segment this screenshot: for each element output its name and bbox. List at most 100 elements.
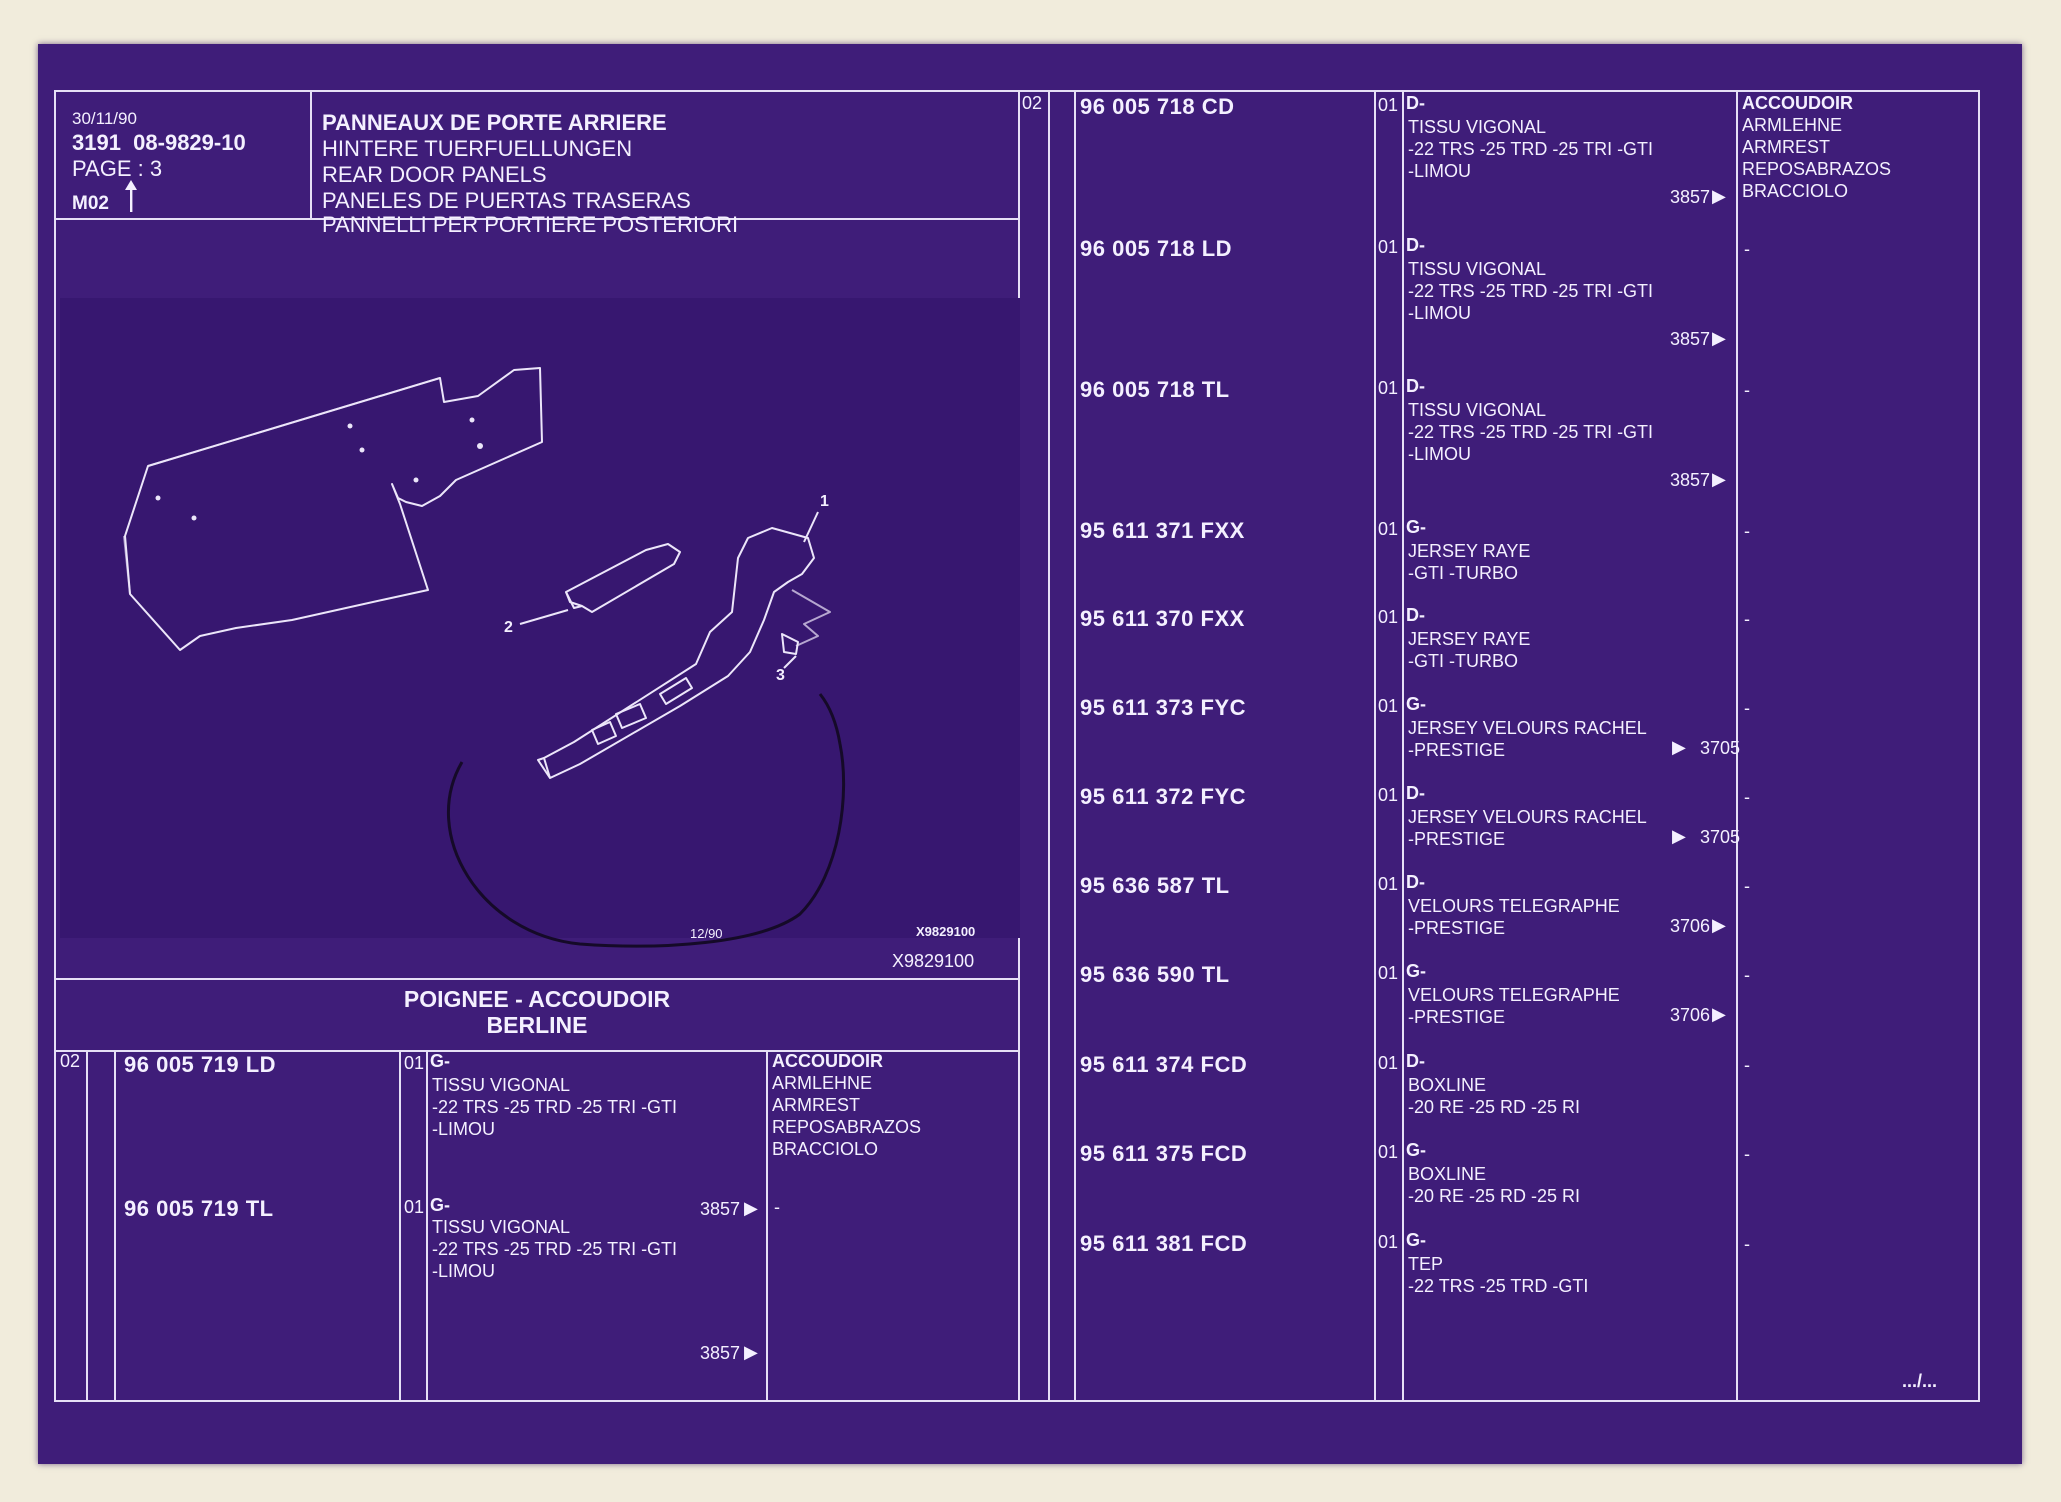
- side-code: D-: [1406, 783, 1425, 803]
- label-it: BRACCIOLO: [772, 1139, 879, 1159]
- divider: [1736, 92, 1738, 1402]
- part-description: TISSU VIGONAL -22 TRS -25 TRD -25 TRI -G…: [1408, 117, 1654, 181]
- side-code: D-: [1406, 605, 1425, 625]
- label-dash: -: [1744, 965, 1750, 985]
- part-number: 95 611 370 FXX: [1080, 606, 1245, 631]
- part-description: JERSEY VELOURS RACHEL -PRESTIGE: [1408, 718, 1647, 760]
- table-index: 02: [1022, 93, 1043, 113]
- illustration-small-code: X9829100: [916, 924, 975, 939]
- label-fr: ACCOUDOIR: [772, 1051, 883, 1071]
- armrest-handle-outline: [543, 527, 815, 779]
- side-code: D-: [1406, 1051, 1425, 1071]
- part-number: 95 611 381 FCD: [1080, 1231, 1248, 1256]
- play-triangle-icon: ▶: [1672, 737, 1686, 757]
- play-triangle-icon: ▶: [1712, 469, 1726, 489]
- divider: [1074, 92, 1076, 1402]
- label-dash: -: [1744, 787, 1750, 807]
- side-code: D-: [1406, 376, 1425, 396]
- callout-1: 1: [820, 493, 829, 510]
- label-dash: -: [1744, 698, 1750, 718]
- divider: [1048, 92, 1050, 1402]
- quantity: 01: [404, 1053, 425, 1073]
- reference-number: 3857: [1670, 470, 1711, 490]
- part-description: JERSEY RAYE -GTI -TURBO: [1408, 541, 1531, 583]
- play-triangle-icon: ▶: [1712, 328, 1726, 348]
- part-number: 95 636 590 TL: [1080, 962, 1230, 987]
- handle-insert-outline: [565, 543, 681, 613]
- part-description: TISSU VIGONAL -22 TRS -25 TRD -25 TRI -G…: [1408, 259, 1654, 323]
- divider: [1374, 92, 1376, 1402]
- side-code: G-: [1406, 1140, 1426, 1160]
- part-number: 95 611 375 FCD: [1080, 1141, 1248, 1166]
- part-number: 96 005 718 TL: [1080, 377, 1230, 402]
- callout-3-leader: [783, 655, 797, 669]
- reference-number: 3705: [1700, 738, 1741, 758]
- page-title-de: HINTERE TUERFUELLUNGEN: [322, 136, 633, 161]
- quantity: 01: [1378, 1232, 1399, 1252]
- part-number: 95 636 587 TL: [1080, 873, 1230, 898]
- divider: [56, 1050, 1020, 1052]
- part-description: TISSU VIGONAL -22 TRS -25 TRD -25 TRI -G…: [1408, 400, 1654, 464]
- quantity: 01: [1378, 1053, 1399, 1073]
- play-triangle-icon: ▶: [744, 1198, 758, 1218]
- divider: [86, 1050, 88, 1402]
- part-description: VELOURS TELEGRAPHE -PRESTIGE: [1408, 985, 1620, 1027]
- label-dash: -: [1744, 1144, 1750, 1164]
- part-description: JERSEY VELOURS RACHEL -PRESTIGE: [1408, 807, 1647, 849]
- handwritten-marker-line: [446, 693, 846, 948]
- quantity: 01: [1378, 378, 1399, 398]
- quantity: 01: [1378, 963, 1399, 983]
- play-triangle-icon: ▶: [744, 1342, 758, 1362]
- label-it: BRACCIOLO: [1742, 181, 1849, 201]
- label-dash: -: [1744, 380, 1750, 400]
- part-number: 95 611 373 FYC: [1080, 695, 1247, 720]
- part-number: 95 611 371 FXX: [1080, 518, 1245, 543]
- part-description: VELOURS TELEGRAPHE -PRESTIGE: [1408, 896, 1620, 938]
- label-en: ARMREST: [772, 1095, 861, 1115]
- door-panel-outline: [124, 367, 543, 651]
- side-code: G-: [1406, 1230, 1426, 1250]
- quantity: 01: [1378, 519, 1399, 539]
- quantity: 01: [1378, 1142, 1399, 1162]
- callout-1-leader: [803, 511, 819, 543]
- callout-3: 3: [776, 667, 785, 684]
- parts-catalog-sheet: 30/11/90 3191 08-9829-10 PAGE : 3 M02 PA…: [38, 44, 2022, 1464]
- illustration-stamp: 12/90: [690, 926, 723, 941]
- divider: [1402, 92, 1404, 1402]
- divider: [56, 978, 1020, 980]
- side-code: G-: [430, 1195, 450, 1215]
- quantity: 01: [1378, 696, 1399, 716]
- side-code: D-: [1406, 235, 1425, 255]
- reference-number: 3706: [1670, 916, 1711, 936]
- document-reference: 3191 08-9829-10: [72, 130, 246, 155]
- play-triangle-icon: ▶: [1712, 915, 1726, 935]
- divider: [56, 218, 1020, 220]
- reference-number: 3706: [1670, 1005, 1711, 1025]
- quantity: 01: [1378, 607, 1399, 627]
- clip-outline: [781, 633, 799, 655]
- play-triangle-icon: ▶: [1712, 186, 1726, 206]
- part-description: BOXLINE -20 RE -25 RD -25 RI: [1408, 1164, 1581, 1206]
- side-code: G-: [1406, 961, 1426, 981]
- label-dash: -: [1744, 239, 1750, 259]
- part-description: TISSU VIGONAL -22 TRS -25 TRD -25 TRI -G…: [432, 1075, 678, 1139]
- label-en: ARMREST: [1742, 137, 1831, 157]
- part-number: 96 005 719 TL: [124, 1196, 274, 1221]
- part-number: 96 005 718 CD: [1080, 94, 1235, 119]
- divider: [426, 1050, 428, 1402]
- label-dash: -: [1744, 609, 1750, 629]
- page-title-en: REAR DOOR PANELS: [322, 162, 547, 187]
- part-number: 96 005 718 LD: [1080, 236, 1233, 261]
- quantity: 01: [1378, 95, 1399, 115]
- reference-number: 3857: [700, 1199, 741, 1219]
- label-dash: -: [774, 1197, 780, 1217]
- label-dash: -: [1744, 521, 1750, 541]
- side-code: G-: [430, 1051, 450, 1071]
- quantity: 01: [1378, 237, 1399, 257]
- part-description: BOXLINE -20 RE -25 RD -25 RI: [1408, 1075, 1581, 1117]
- part-description: TISSU VIGONAL -22 TRS -25 TRD -25 TRI -G…: [432, 1217, 678, 1281]
- label-de: ARMLEHNE: [772, 1073, 873, 1093]
- part-number: 95 611 372 FYC: [1080, 784, 1247, 809]
- quantity: 01: [1378, 874, 1399, 894]
- part-description: JERSEY RAYE -GTI -TURBO: [1408, 629, 1531, 671]
